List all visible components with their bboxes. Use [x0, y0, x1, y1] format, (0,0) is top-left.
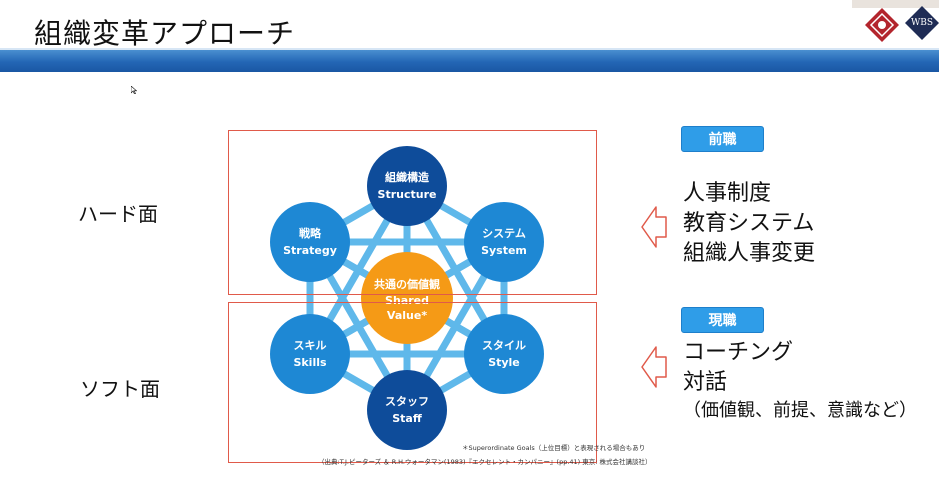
node-circle	[367, 370, 447, 450]
diagram-nodes: 組織構造 Structure システム System スタイル Style スタッフ Staf…	[270, 146, 544, 450]
header-band	[0, 48, 939, 72]
hard-red-box	[228, 130, 597, 295]
node-circle	[463, 202, 544, 282]
footnote-goals: ＊Superordinate Goals（上位目標）と表現される場合もあり	[462, 444, 646, 452]
node-strategy: 戦略 Strategy	[270, 202, 351, 282]
node-label-jp: システム	[482, 227, 526, 240]
node-circle	[367, 146, 447, 226]
node-circle	[270, 202, 351, 282]
node-label-en: Strategy	[283, 244, 337, 257]
hard-label: ハード面	[78, 202, 158, 226]
soft-red-box	[228, 302, 597, 463]
previous-item-3: 組織人事変更	[683, 241, 816, 266]
center-label-en1: Shared	[385, 294, 429, 307]
arrow-left-icon	[641, 346, 667, 388]
node-system: システム System	[463, 202, 544, 282]
node-label-en: Staff	[392, 412, 422, 425]
current-item-3: （価値観、前提、意識など）	[683, 400, 917, 421]
node-label-jp: スタッフ	[385, 395, 429, 408]
center-label-en2: Value*	[387, 309, 427, 322]
slide-title: 組織変革アプローチ	[34, 17, 296, 50]
logo: WBS	[852, 0, 939, 46]
current-item-1: コーチング	[683, 340, 794, 365]
node-style: スタイル Style	[463, 314, 544, 394]
node-skills: スキル Skills	[270, 314, 351, 394]
arrow-left-icon	[641, 206, 667, 248]
node-label-en: Structure	[378, 188, 437, 201]
footnote-source: （出典:T.J.ピーターズ ＆ R.H.ウォータマン(1983)『エクセレント・…	[318, 458, 652, 466]
node-label-jp: スタイル	[482, 339, 526, 352]
node-structure: 組織構造 Structure	[367, 146, 447, 226]
node-label-en: Style	[488, 356, 520, 369]
node-circle	[270, 314, 351, 394]
logo-text: WBS	[911, 18, 933, 28]
soft-label: ソフト面	[80, 377, 160, 401]
current-job-tag: 現職	[681, 307, 764, 333]
current-item-2: 対話	[683, 370, 728, 395]
node-circle	[463, 314, 544, 394]
node-label-jp: スキル	[294, 339, 327, 352]
node-label-en: System	[481, 244, 527, 257]
node-label-jp: 組織構造	[385, 170, 430, 184]
center-circle	[361, 252, 453, 344]
node-staff: スタッフ Staff	[367, 370, 447, 450]
center-label-jp: 共通の価値観	[374, 277, 440, 291]
cursor-icon	[131, 86, 137, 94]
previous-item-1: 人事制度	[683, 181, 772, 206]
previous-job-tag: 前職	[681, 126, 764, 152]
node-label-jp: 戦略	[299, 226, 322, 240]
node-label-en: Skills	[293, 356, 327, 369]
previous-item-2: 教育システム	[683, 211, 815, 236]
